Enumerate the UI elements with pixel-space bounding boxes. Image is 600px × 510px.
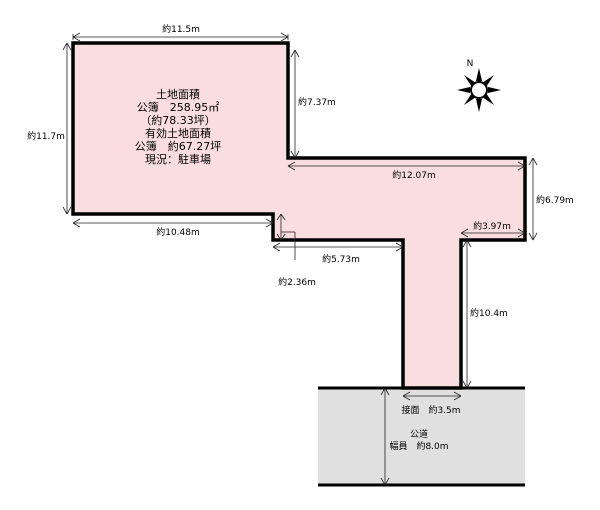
info-registered-area: 公簿 258.95㎡ bbox=[137, 100, 220, 114]
label-stem-height: 約10.4m bbox=[470, 307, 508, 319]
info-current-use: 現況：駐車場 bbox=[145, 152, 211, 166]
info-land-area-label: 土地面積 bbox=[156, 87, 200, 101]
label-bottom-left-width: 約10.48m bbox=[156, 226, 200, 238]
label-step-width: 約5.73m bbox=[322, 253, 360, 265]
label-middle-width: 約12.07m bbox=[392, 169, 436, 181]
label-step-height: 約2.36m bbox=[278, 276, 316, 288]
compass-sun-icon bbox=[457, 68, 501, 112]
label-upper-right-edge: 約7.37m bbox=[298, 96, 336, 108]
label-frontage: 接面 約3.5m bbox=[401, 404, 460, 416]
dimension-left-height: 約11.7m bbox=[27, 42, 72, 215]
dimension-step-width: 約5.73m bbox=[272, 242, 404, 265]
dimension-road-width bbox=[380, 387, 390, 486]
label-right-height: 約6.79m bbox=[536, 194, 574, 206]
dimension-upper-right-edge: 約7.37m bbox=[290, 49, 336, 159]
label-right-step-width: 約3.97m bbox=[473, 220, 511, 232]
compass-north-label: N bbox=[467, 59, 474, 69]
dimension-top-width: 約11.5m bbox=[72, 23, 289, 42]
dimension-step-height: 約2.36m bbox=[276, 213, 316, 288]
info-effective-area-label: 有効土地面積 bbox=[145, 126, 211, 140]
dimension-stem-height: 約10.4m bbox=[462, 239, 508, 389]
dimension-right-height: 約6.79m bbox=[528, 157, 574, 241]
road-width-label: 幅員 約8.0m bbox=[389, 440, 448, 452]
road-type-label: 公道 bbox=[410, 428, 428, 440]
dimension-right-step-width: 約3.97m bbox=[460, 220, 526, 238]
label-left-height: 約11.7m bbox=[27, 130, 65, 142]
dimension-bottom-left-width: 約10.48m bbox=[72, 218, 274, 238]
dimension-middle-width: 約12.07m bbox=[287, 161, 526, 181]
road-area bbox=[318, 388, 525, 485]
dimension-frontage: 接面 約3.5m bbox=[401, 391, 462, 416]
info-effective-area: 公簿 約67.27坪 bbox=[135, 139, 222, 153]
info-area-tsubo: （約78.33坪） bbox=[140, 113, 216, 127]
lot-outline bbox=[71, 41, 527, 390]
label-top-width: 約11.5m bbox=[162, 23, 200, 35]
